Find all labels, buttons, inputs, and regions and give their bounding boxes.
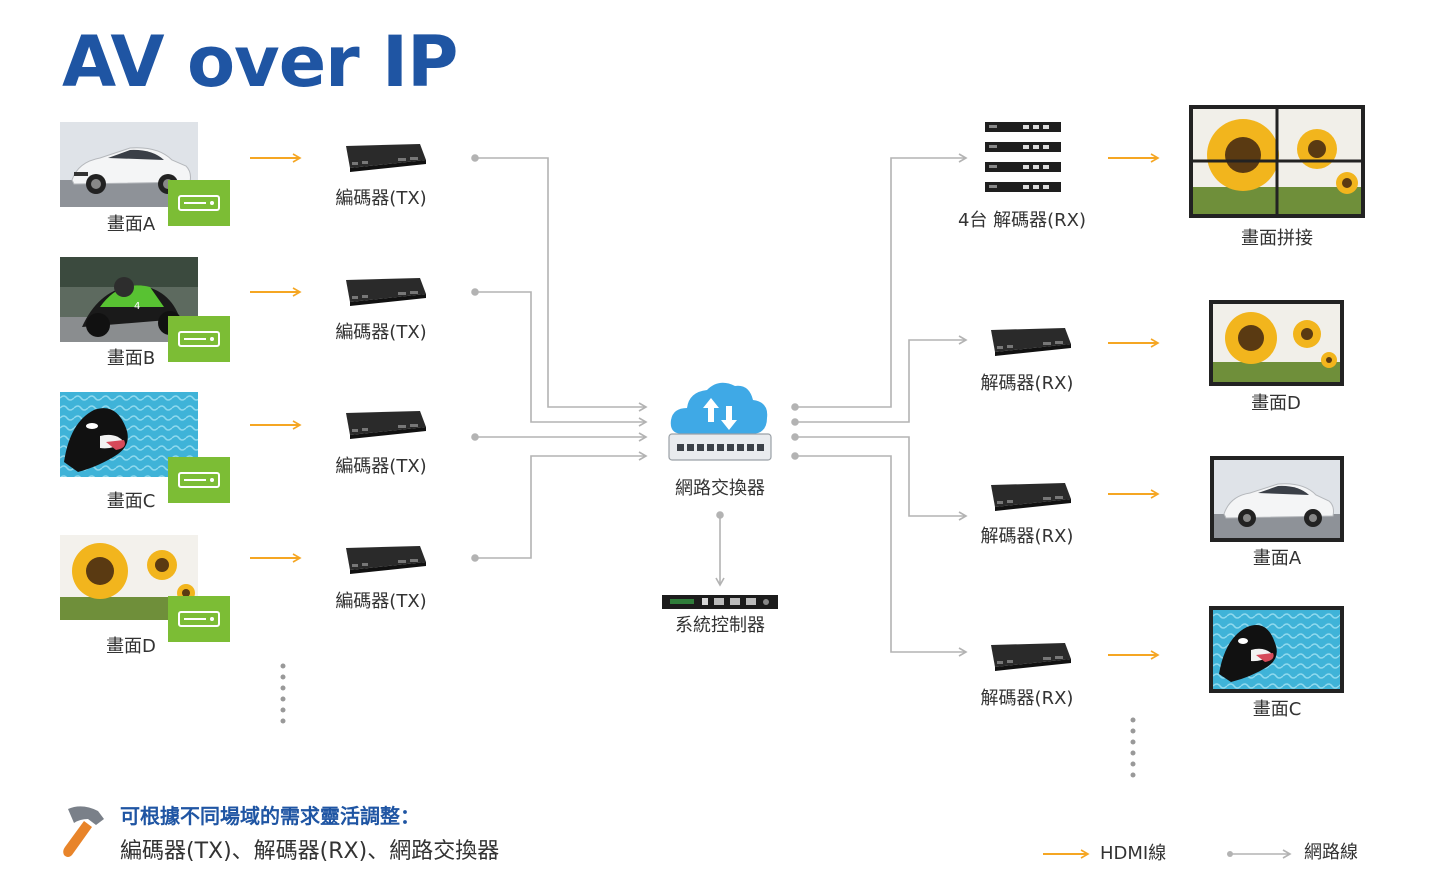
display-screen bbox=[1210, 456, 1344, 542]
network-line bbox=[795, 455, 968, 657]
hdmi-arrows-sources bbox=[250, 153, 302, 563]
cloud-icon bbox=[670, 382, 768, 434]
transfer-arrows-icon bbox=[703, 398, 737, 430]
decoder-unit bbox=[985, 162, 1061, 172]
decoder-label: 4台 解碼器(RX) bbox=[957, 210, 1087, 231]
decoder-unit bbox=[985, 182, 1061, 192]
more-outputs-dots bbox=[1130, 717, 1136, 778]
source-label: 畫面B bbox=[106, 348, 156, 369]
decoder-stack bbox=[985, 122, 1061, 192]
decoder-label: 解碼器(RX) bbox=[980, 526, 1074, 547]
encoder-label: 編碼器(TX) bbox=[335, 456, 427, 477]
legend-hdmi-label: HDMI線 bbox=[1100, 843, 1167, 864]
decoder-label: 解碼器(RX) bbox=[980, 373, 1074, 394]
decoder-device bbox=[991, 483, 1071, 511]
encoder-label: 編碼器(TX) bbox=[335, 188, 427, 209]
player-badge bbox=[168, 316, 230, 362]
network-line-controller bbox=[715, 511, 725, 587]
network-line bbox=[795, 436, 968, 521]
source-image-sunflower bbox=[60, 535, 198, 620]
decoder-device bbox=[991, 328, 1071, 356]
hdmi-arrows-outputs bbox=[1108, 153, 1160, 660]
network-lines-decoders bbox=[791, 153, 968, 657]
note-body: 編碼器(TX)、解碼器(RX)、網路交換器 bbox=[120, 839, 500, 864]
video-wall-screen bbox=[1189, 105, 1365, 218]
player-badge bbox=[168, 596, 230, 642]
decoder-device bbox=[991, 643, 1071, 671]
player-badge bbox=[168, 180, 230, 226]
more-sources-dots bbox=[280, 663, 286, 724]
sunflower-large bbox=[72, 543, 128, 599]
encoder-label: 編碼器(TX) bbox=[335, 322, 427, 343]
encoder-device bbox=[346, 546, 426, 574]
screen-label: 畫面A bbox=[1252, 548, 1302, 569]
encoder-device bbox=[346, 411, 426, 439]
hammer-icon bbox=[63, 806, 104, 857]
screen-label: 畫面D bbox=[1251, 393, 1301, 414]
network-lines-encoders bbox=[471, 154, 648, 562]
system-controller-device bbox=[662, 595, 778, 609]
page-title: AV over IP bbox=[62, 21, 458, 103]
source-image-motorcycle: 4 bbox=[60, 257, 198, 342]
encoder-device bbox=[346, 144, 426, 172]
display-screen bbox=[1209, 300, 1344, 386]
source-label: 畫面D bbox=[106, 636, 156, 657]
media-player-icon bbox=[178, 331, 220, 347]
network-line bbox=[795, 335, 968, 423]
network-line bbox=[795, 153, 968, 408]
media-player-icon bbox=[178, 611, 220, 627]
source-image-car bbox=[60, 122, 198, 207]
screen-label: 畫面拼接 bbox=[1241, 228, 1313, 249]
switch-label: 網路交換器 bbox=[675, 478, 765, 499]
network-line bbox=[475, 157, 648, 412]
source-label: 畫面A bbox=[106, 214, 156, 235]
encoder-label: 編碼器(TX) bbox=[335, 591, 427, 612]
decoder-label: 解碼器(RX) bbox=[980, 688, 1074, 709]
legend-network-label: 網路線 bbox=[1304, 842, 1358, 863]
media-player-icon bbox=[178, 195, 220, 211]
display-screen bbox=[1209, 606, 1344, 693]
network-line bbox=[475, 291, 648, 427]
controller-label: 系統控制器 bbox=[675, 615, 765, 636]
screen-label: 畫面C bbox=[1252, 699, 1302, 720]
network-switch bbox=[668, 382, 772, 461]
decoder-unit bbox=[985, 142, 1061, 152]
media-player-icon bbox=[178, 472, 220, 488]
note-heading: 可根據不同場域的需求靈活調整： bbox=[120, 804, 420, 828]
encoder-device bbox=[346, 278, 426, 306]
decoder-unit bbox=[985, 122, 1061, 132]
svg-text:4: 4 bbox=[134, 301, 140, 312]
player-badge bbox=[168, 457, 230, 503]
network-line bbox=[475, 451, 648, 559]
source-label: 畫面C bbox=[106, 491, 156, 512]
